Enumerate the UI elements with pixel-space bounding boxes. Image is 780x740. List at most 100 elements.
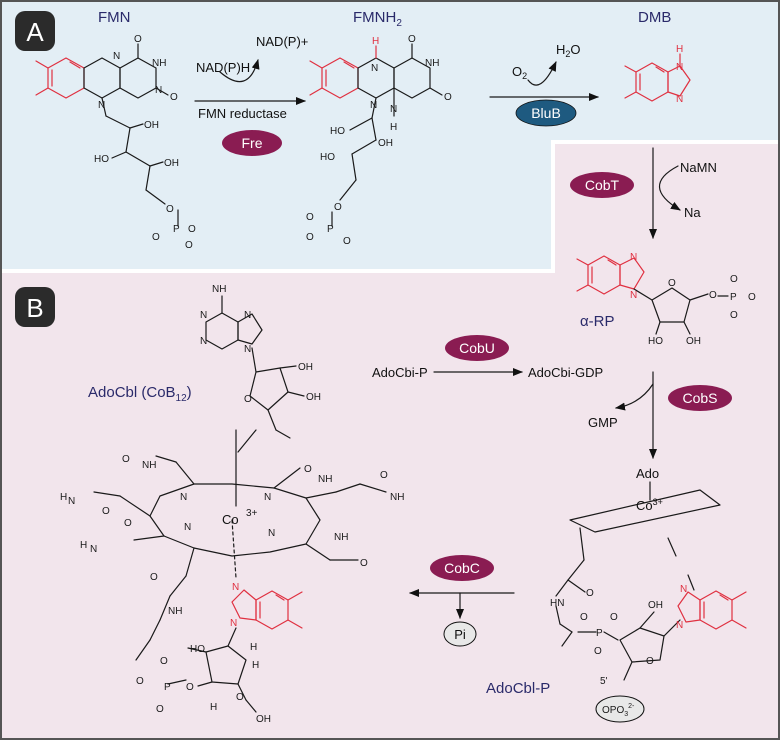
namn-curve — [659, 165, 681, 211]
svg-text:NH: NH — [318, 474, 332, 485]
svg-text:H: H — [250, 642, 257, 653]
svg-text:N: N — [68, 496, 75, 507]
svg-text:N: N — [113, 51, 120, 62]
svg-text:N: N — [180, 492, 187, 503]
opo3-label: OPO32- — [602, 703, 635, 718]
svg-text:O: O — [610, 612, 618, 623]
svg-text:3+: 3+ — [246, 508, 258, 519]
svg-text:NH: NH — [212, 284, 226, 295]
dmb-structure: H N N — [624, 44, 691, 105]
pi-ellipse — [443, 621, 477, 647]
svg-text:N: N — [200, 310, 207, 321]
svg-text:HO: HO — [190, 644, 205, 655]
cobt-enzyme — [570, 172, 634, 198]
svg-text:H: H — [390, 122, 397, 133]
fmnh2-structure: H N N NH N H O O HO OH HO O P O O O — [306, 34, 452, 247]
panel-b-background — [0, 143, 780, 740]
svg-text:NH: NH — [390, 492, 404, 503]
svg-text:O: O — [306, 232, 314, 243]
svg-text:N: N — [268, 528, 275, 539]
svg-text:N: N — [184, 522, 191, 533]
o2-label: O2 — [512, 64, 527, 81]
fre-enzyme — [222, 130, 282, 156]
svg-text:O: O — [160, 656, 168, 667]
svg-text:N: N — [155, 85, 162, 96]
adocbl-name: AdoCbl (CoB12) — [88, 384, 192, 404]
svg-text:O: O — [306, 212, 314, 223]
svg-text:O: O — [136, 676, 144, 687]
na-label: Na — [684, 205, 701, 220]
fmn-structure: N N NH N O O OH HO OH O P O O O — [35, 34, 196, 251]
blub-label: BluB — [531, 105, 561, 121]
cobs-enzyme — [668, 385, 732, 411]
svg-text:N: N — [390, 104, 397, 115]
svg-text:O: O — [186, 682, 194, 693]
svg-text:O: O — [580, 612, 588, 623]
cobt-label: CobT — [585, 177, 620, 193]
cobc-label: CobC — [444, 560, 480, 576]
svg-text:H: H — [80, 540, 87, 551]
svg-text:P: P — [164, 682, 171, 693]
svg-text:OH: OH — [648, 600, 663, 611]
svg-text:HN: HN — [550, 598, 564, 609]
nadp-label: NAD(P)+ — [256, 34, 308, 49]
co-label: Co3+ — [636, 497, 663, 513]
blub-enzyme — [515, 99, 577, 127]
svg-text:N: N — [264, 492, 271, 503]
svg-text:O: O — [134, 34, 142, 45]
svg-text:N: N — [630, 290, 637, 301]
cobs-label: CobS — [682, 390, 717, 406]
svg-text:NH: NH — [334, 532, 348, 543]
svg-text:O: O — [304, 464, 312, 475]
opo3-ellipse — [595, 695, 645, 723]
svg-text:H: H — [372, 36, 379, 47]
svg-text:O: O — [170, 92, 178, 103]
nadph-label: NAD(P)H — [196, 60, 250, 75]
svg-text:H: H — [210, 702, 217, 713]
svg-text:HO: HO — [648, 336, 663, 347]
nadph-curve — [219, 59, 260, 83]
panel-b-badge — [15, 287, 55, 327]
svg-text:HO: HO — [330, 126, 345, 137]
svg-text:O: O — [152, 232, 160, 243]
svg-text:N: N — [676, 620, 683, 631]
svg-text:OH: OH — [298, 362, 313, 373]
fmnh2-name: FMNH2 — [353, 9, 402, 29]
svg-text:N: N — [370, 100, 377, 111]
svg-text:OH: OH — [686, 336, 701, 347]
five-prime-label: 5' — [600, 676, 608, 687]
gmp-label: GMP — [588, 415, 618, 430]
svg-text:N: N — [200, 336, 207, 347]
fmn-reductase-label: FMN reductase — [198, 106, 287, 121]
svg-text:HO: HO — [320, 152, 335, 163]
svg-text:O: O — [236, 692, 244, 703]
svg-text:O: O — [748, 292, 756, 303]
svg-text:N: N — [232, 582, 239, 593]
svg-text:O: O — [102, 506, 110, 517]
svg-text:NH: NH — [425, 58, 439, 69]
o2-curve — [527, 61, 557, 86]
svg-text:N: N — [676, 94, 683, 105]
svg-text:O: O — [586, 588, 594, 599]
fre-label: Fre — [242, 135, 263, 151]
svg-text:O: O — [730, 274, 738, 285]
gmp-curve — [615, 383, 654, 411]
svg-text:P: P — [730, 292, 737, 303]
adocbl-p-name: AdoCbl-P — [486, 680, 550, 697]
namn-label: NaMN — [680, 160, 717, 175]
svg-text:NH: NH — [168, 606, 182, 617]
svg-text:OH: OH — [256, 714, 271, 725]
cobu-label: CobU — [459, 340, 495, 356]
svg-text:N: N — [98, 100, 105, 111]
svg-text:N: N — [630, 252, 637, 263]
svg-text:O: O — [334, 202, 342, 213]
svg-text:HO: HO — [94, 154, 109, 165]
dmb-name: DMB — [638, 9, 671, 26]
cobc-enzyme — [430, 555, 494, 581]
svg-text:O: O — [343, 236, 351, 247]
svg-text:P: P — [327, 224, 334, 235]
svg-text:OH: OH — [144, 120, 159, 131]
svg-text:NH: NH — [142, 460, 156, 471]
